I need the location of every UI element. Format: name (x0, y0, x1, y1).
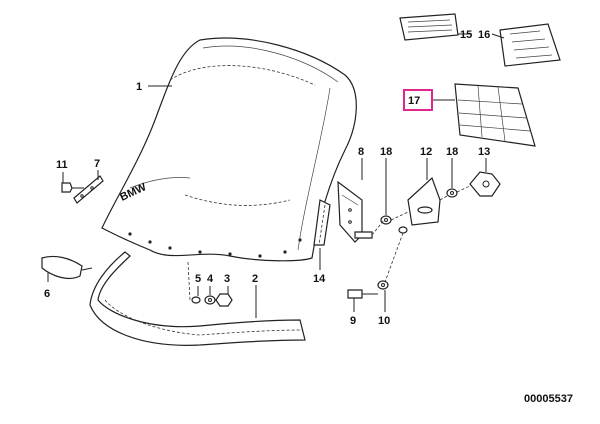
grille-panel-part-17 (454, 83, 536, 147)
clip-part (73, 175, 104, 204)
knob-part (469, 171, 501, 197)
rubber-strip-part (313, 199, 331, 246)
label-3: 3 (224, 273, 230, 285)
label-7: 7 (94, 158, 100, 170)
leader-lines (47, 33, 505, 318)
label-8: 8 (358, 146, 364, 158)
label-11: 11 (56, 159, 68, 171)
label-9: 9 (350, 315, 356, 327)
callout-labels: 1 2 3 4 5 6 7 8 9 10 11 12 13 14 15 16 1… (44, 29, 490, 327)
label-13: 13 (478, 146, 490, 158)
highlight-box-17 (403, 89, 433, 111)
washer-18-right (446, 188, 458, 198)
label-14: 14 (313, 273, 326, 285)
edge-trim-part (89, 251, 306, 346)
label-18-left: 18 (380, 146, 392, 158)
diagram-id: 00005537 (524, 393, 573, 405)
front-bracket-part (41, 255, 93, 280)
label-18-right: 18 (446, 146, 458, 158)
washer-18-left (380, 215, 392, 225)
assembly-lines (371, 185, 471, 283)
label-1: 1 (136, 81, 142, 93)
mirror-bracket-part (337, 180, 373, 243)
washer-10 (377, 280, 389, 290)
washer-18-small (398, 226, 408, 234)
windscreen-mount-holes (128, 232, 302, 258)
grille-part-15 (399, 13, 459, 41)
grille-part-16 (499, 23, 561, 67)
label-4: 4 (207, 273, 214, 285)
label-10: 10 (378, 315, 390, 327)
label-2: 2 (252, 273, 258, 285)
screw-part-11 (61, 182, 84, 193)
label-6: 6 (44, 288, 50, 300)
bolt-part (347, 289, 378, 299)
label-15: 15 (460, 29, 472, 41)
adapter-plate-part (407, 176, 441, 226)
small-hardware-3-4-5 (187, 261, 233, 307)
label-16: 16 (478, 29, 490, 41)
label-17: 17 (408, 95, 420, 107)
label-12: 12 (420, 146, 432, 158)
label-5: 5 (195, 273, 201, 285)
windscreen-part: BMW (101, 37, 357, 262)
